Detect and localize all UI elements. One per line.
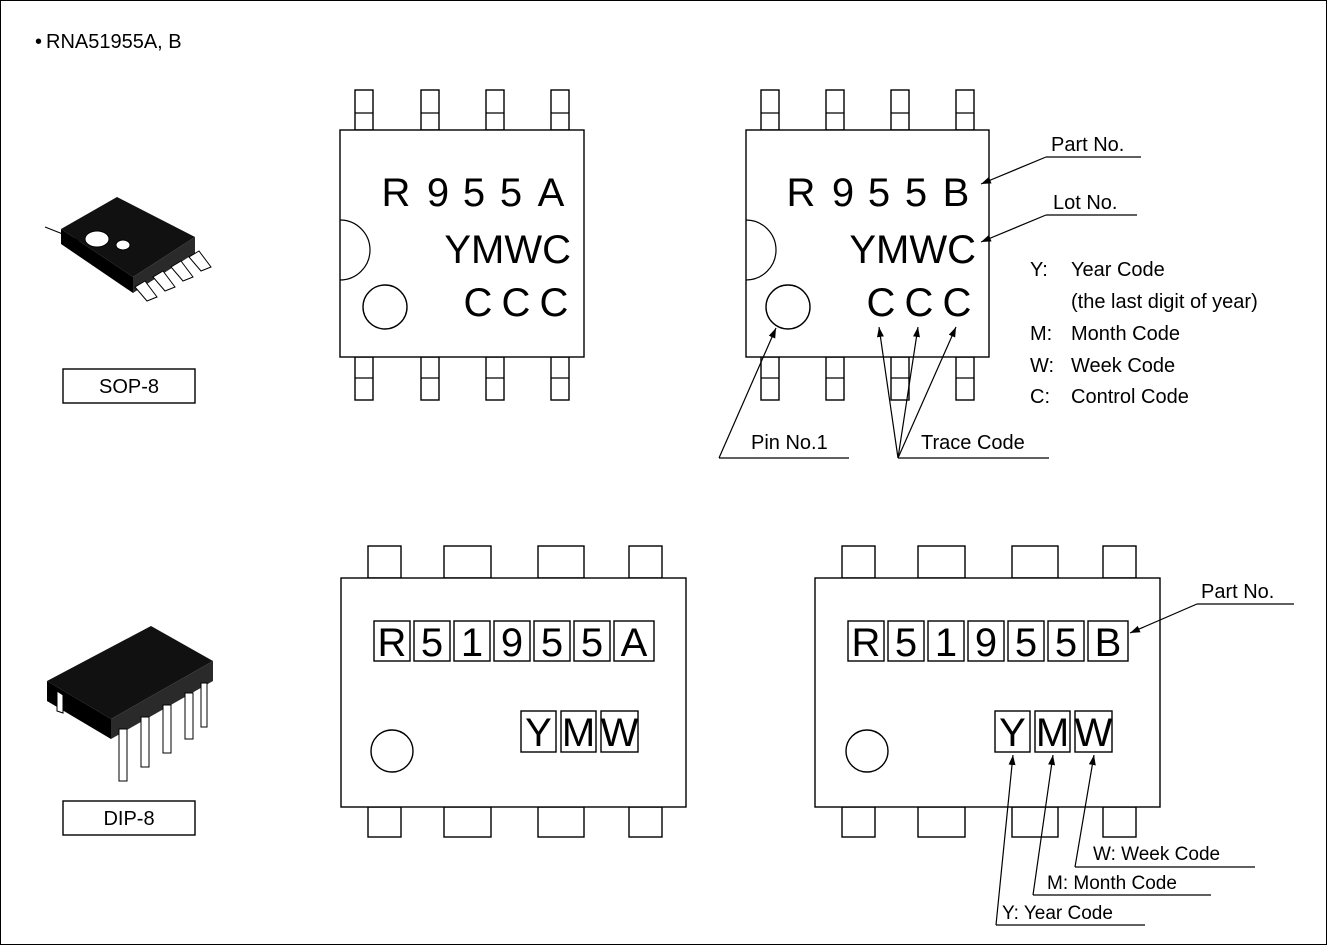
dip8-package-photo [47, 626, 213, 782]
legend-text: Control Code [1071, 386, 1189, 408]
sop8-chip-b: R 9 5 5 B YMWC C C C [745, 89, 990, 401]
sop8-label: SOP-8 [99, 376, 159, 398]
dip-b-char: 5 [1015, 621, 1037, 665]
sop-a-trace-char: C [502, 281, 531, 325]
dip-part-no-label: Part No. [1201, 581, 1274, 603]
dip-b-date-char: W [1075, 711, 1113, 755]
dip-a-char: 5 [421, 621, 443, 665]
dip-a-char: 5 [541, 621, 563, 665]
dip-year-code-label: Y: Year Code [1002, 903, 1113, 924]
dip-a-char: A [621, 621, 648, 665]
sop-callouts: Part No. Lot No. Pin No.1 Trace Code [718, 134, 1141, 459]
header-bullet: • [35, 31, 42, 53]
sop-a-char: 9 [427, 171, 449, 215]
legend-key: M: [1030, 323, 1052, 345]
dip-a-date-char: M [562, 711, 595, 755]
dip-a-date-char: W [601, 711, 639, 755]
sop-b-trace-char: C [905, 281, 934, 325]
sop-a-date-code: YMWC [444, 228, 571, 272]
sop-a-char: 5 [500, 171, 522, 215]
dip-a-char: 1 [461, 621, 483, 665]
sop-b-char: B [943, 171, 970, 215]
sop8-label-box [62, 368, 196, 404]
dip-week-code-label: W: Week Code [1093, 844, 1220, 865]
dip-b-char: 1 [935, 621, 957, 665]
sop-b-trace-char: C [943, 281, 972, 325]
dip-month-code-label: M: Month Code [1047, 873, 1177, 894]
legend-text: Month Code [1071, 323, 1180, 345]
sop-b-char: 9 [832, 171, 854, 215]
dip-b-char: 5 [1055, 621, 1077, 665]
sop8-package-photo [44, 197, 212, 302]
sop-b-char: 5 [905, 171, 927, 215]
pin1-label: Pin No.1 [751, 432, 828, 454]
legend-text: Week Code [1071, 355, 1175, 377]
dip-b-date-char: Y [999, 711, 1026, 755]
dip-b-char: 5 [895, 621, 917, 665]
sop-lot-no-label: Lot No. [1053, 192, 1117, 214]
sop-a-trace-char: C [464, 281, 493, 325]
trace-code-label: Trace Code [921, 432, 1025, 454]
sop-a-char: 5 [463, 171, 485, 215]
dip8-chip-b: R 5 1 9 5 5 B Y M W [814, 545, 1161, 838]
dip-callouts: Part No. W: Week Code M: Month Code Y: Y… [995, 581, 1294, 926]
legend-text: (the last digit of year) [1071, 291, 1258, 313]
code-legend: Y: Year Code (the last digit of year) M:… [1030, 259, 1258, 408]
dip8-label: DIP-8 [103, 808, 154, 830]
sop-b-trace-char: C [867, 281, 896, 325]
legend-key: W: [1030, 355, 1054, 377]
sop-part-no-label: Part No. [1051, 134, 1124, 156]
header-title: RNA51955A, B [46, 31, 182, 53]
sop-a-char: A [538, 171, 565, 215]
dip8-label-box [62, 800, 196, 836]
sop8-chip-a: R 9 5 5 A YMWC C C C [339, 89, 585, 401]
dip-a-char: 5 [581, 621, 603, 665]
sop-b-char: R [787, 171, 816, 215]
sop-a-trace-char: C [540, 281, 569, 325]
sop-b-char: 5 [868, 171, 890, 215]
legend-key: Y: [1030, 259, 1048, 281]
dip-a-char: R [378, 621, 407, 665]
dip-b-char: R [852, 621, 881, 665]
dip-b-char: 9 [975, 621, 997, 665]
sop-a-char: R [382, 171, 411, 215]
dip-b-date-char: M [1036, 711, 1069, 755]
dip-a-date-char: Y [525, 711, 552, 755]
dip8-chip-a: R 5 1 9 5 5 A Y M W [340, 545, 687, 838]
dip-a-char: 9 [501, 621, 523, 665]
dip-b-char: B [1095, 621, 1122, 665]
legend-text: Year Code [1071, 259, 1165, 281]
sop-b-date-code: YMWC [849, 228, 976, 272]
legend-key: C: [1030, 386, 1050, 408]
